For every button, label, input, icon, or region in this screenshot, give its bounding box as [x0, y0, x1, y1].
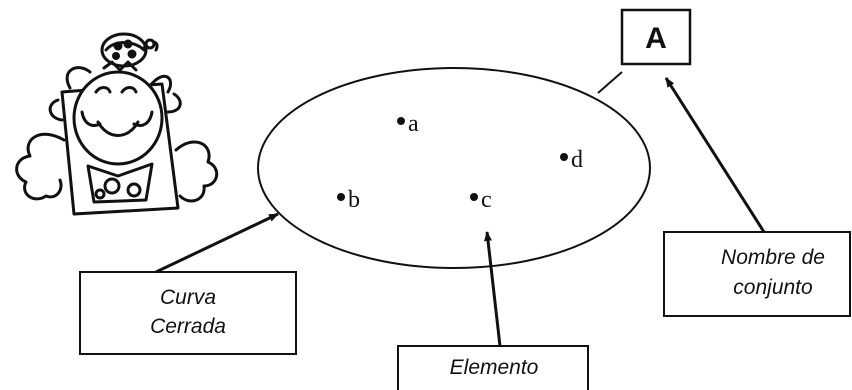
set-name-label-box: Nombre de conjunto: [663, 231, 851, 317]
curve-label-box: Curva Cerrada: [79, 271, 297, 355]
element-label-text: Elemento: [450, 356, 539, 379]
element-arrow: [484, 231, 502, 347]
cartoon-girl-illustration: [15, 32, 219, 216]
curve-label-line1: Curva: [160, 286, 216, 309]
element-dot-c: [470, 193, 478, 201]
element-dot-d: [560, 153, 568, 161]
element-label-b: b: [348, 187, 360, 213]
element-dot-a: [397, 117, 405, 125]
element-label-box: Elemento: [397, 345, 589, 390]
set-name-label-line1: Nombre de: [721, 246, 825, 269]
set-name-letter: A: [645, 22, 667, 55]
set-name-label-line2: conjunto: [733, 276, 813, 299]
curve-label-line2: Cerrada: [150, 315, 226, 338]
element-label-d: d: [571, 147, 583, 173]
element-label-c: c: [481, 187, 492, 213]
curve-arrow: [155, 212, 279, 274]
set-name-box: A: [597, 8, 692, 94]
element-label-a: a: [408, 111, 419, 137]
element-dot-b: [337, 193, 345, 201]
set-name-arrow: [664, 77, 766, 233]
set-elements: a b c d: [337, 111, 583, 213]
closed-curve: [257, 67, 651, 269]
